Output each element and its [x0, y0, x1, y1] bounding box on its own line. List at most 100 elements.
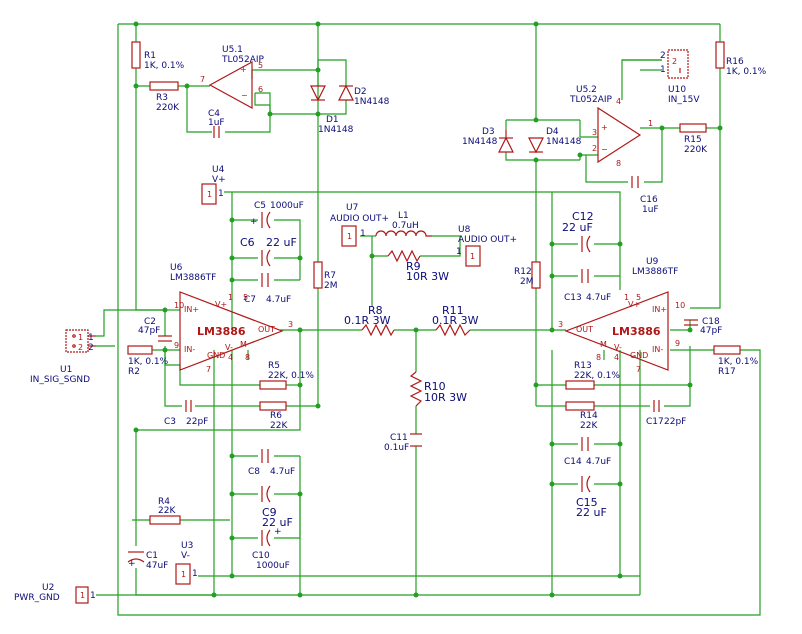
r1-value: 1K, 0.1% [144, 61, 185, 71]
r4-value: 22K [158, 506, 176, 516]
svg-text:+: + [274, 527, 282, 537]
u6-pin-in-plus: 10 [174, 301, 184, 310]
capacitor-c10: + C10 1000uF [252, 527, 290, 571]
u9-pin-out: 3 [558, 320, 563, 329]
u3-pin: 1 [181, 570, 186, 579]
u9-lbl-in-plus: IN+ [652, 305, 667, 314]
c3-value: 22pF [186, 417, 208, 427]
u7-pin-label: 1 [360, 229, 366, 239]
u6-lbl-in-plus: IN+ [184, 305, 199, 314]
svg-text:−: − [601, 145, 608, 154]
c4-value: 1uF [208, 118, 225, 128]
capacitor-c1: + C1 47uF [127, 551, 168, 571]
u5-1-ref: U5.1 [222, 45, 243, 55]
r3-value: 220K [156, 103, 180, 113]
c13-value: 4.7uF [586, 293, 611, 303]
u9-lbl-gnd: GND [630, 351, 648, 360]
u6-pin-v-plus1: 1 [228, 293, 233, 302]
r1-ref: R1 [144, 51, 156, 61]
u9-lbl-out: OUT [576, 325, 593, 334]
r9-ref: R9 [406, 260, 421, 273]
u10-pin1-label: 1 [660, 65, 666, 75]
c12-ref: C12 [572, 210, 594, 223]
u9-pin-m: 8 [596, 353, 601, 362]
u4-ref: U4 [212, 165, 225, 175]
d2-ref: D2 [354, 87, 367, 97]
c16-value: 1uF [642, 205, 659, 215]
u9-pin-in-minus: 9 [675, 339, 680, 348]
connector-u10: 2 2 1 U10 IN_15V [660, 49, 700, 105]
connector-u3: 1 1 U3 V- [175, 541, 198, 585]
r2-value: 1K, 0.1% [128, 357, 169, 367]
resistor-r14: R14 22K [565, 401, 598, 431]
capacitor-c7: C7 4.7uF [244, 273, 291, 305]
d2-value: 1N4148 [354, 97, 390, 107]
c5-value: 1000uF [270, 201, 304, 211]
diode-d1: D1 1N4148 [310, 85, 354, 135]
u4-pin: 1 [207, 190, 212, 199]
u10-ref: U10 [668, 85, 686, 95]
u8-pin: 1 [470, 252, 475, 261]
connector-u2: 1 1 U2 PWR_GND [14, 583, 96, 604]
c6-ref: C6 [240, 236, 255, 249]
u6-lbl-m: M [240, 340, 247, 349]
svg-text:+: + [601, 123, 608, 132]
c11-value: 0.1uF [384, 443, 409, 453]
wires [96, 23, 761, 616]
c15-ref: C15 [576, 496, 598, 509]
capacitor-c2: C2 47pF [138, 317, 172, 342]
u10-pin2-num: 2 [672, 57, 677, 66]
r7-value: 2M [324, 281, 338, 291]
r11-ref: R11 [442, 304, 464, 317]
capacitor-c9: C9 22 uF [261, 485, 293, 529]
c2-value: 47pF [138, 326, 160, 336]
resistor-r8: R8 0.1R 3W [344, 304, 395, 337]
u5-2-ref: U5.2 [576, 85, 597, 95]
u9-pin-gnd: 7 [636, 365, 641, 374]
r10-value: 10R 3W [424, 391, 467, 404]
c9-value: 22 uF [262, 516, 293, 529]
u1-ref: U1 [60, 365, 72, 375]
r6-ref: R6 [270, 411, 282, 421]
u9-lbl-in-minus: IN- [652, 345, 663, 354]
resistor-r4: R4 22K [149, 497, 181, 525]
opamp-u5-2: + − 1 3 2 4 8 U5.2 TL052AIP [569, 85, 653, 168]
d4-ref: D4 [546, 127, 559, 137]
capacitor-c14: C14 4.7uF [564, 437, 611, 467]
u3-pin-label: 1 [192, 569, 198, 579]
r17-ref: R17 [718, 367, 736, 377]
resistor-r13: R13 22K, 0.1% [565, 361, 620, 390]
c8-value: 4.7uF [270, 467, 295, 477]
r8-ref: R8 [368, 304, 383, 317]
svg-text:+: + [128, 559, 136, 569]
c13-ref: C13 [564, 293, 582, 303]
connector-u7: 1 1 U7 AUDIO OUT+ [330, 203, 389, 247]
u6-lbl-gnd: GND [207, 351, 225, 360]
connector-u8: 1 1 U8 AUDIO OUT+ [456, 225, 517, 267]
capacitor-c5: + C5 1000uF [250, 201, 304, 229]
u9-pin-in-plus: 10 [675, 301, 685, 310]
r15-value: 220K [684, 145, 708, 155]
d1-ref: D1 [326, 115, 339, 125]
r7-ref: R7 [324, 271, 336, 281]
r12-ref: R12 [514, 267, 532, 277]
u9-pin-v-minus: 4 [614, 353, 619, 362]
r14-ref: R14 [580, 411, 598, 421]
u7-pin: 1 [347, 232, 352, 241]
capacitor-c12: C12 22 uF [562, 210, 594, 253]
opamp-u5-1: + − 7 5 6 U5.1 TL052AIP [200, 45, 265, 110]
u9-ref: U9 [646, 257, 659, 267]
r13-value: 22K, 0.1% [574, 371, 620, 381]
u1-pin1-label: 1 [88, 333, 94, 343]
u6-pin-gnd: 7 [206, 365, 211, 374]
c17-value: 22pF [664, 417, 686, 427]
c10-ref: C10 [252, 551, 270, 561]
u5-2-pin-vp: 4 [616, 97, 621, 106]
u4-pin-label: 1 [218, 189, 224, 199]
u6-value: LM3886TF [170, 273, 216, 283]
resistor-r16: R16 1K, 0.1% [715, 41, 767, 77]
u7-value: AUDIO OUT+ [330, 214, 389, 224]
d3-ref: D3 [482, 127, 495, 137]
u1-pin1-num: 1 [78, 333, 83, 342]
